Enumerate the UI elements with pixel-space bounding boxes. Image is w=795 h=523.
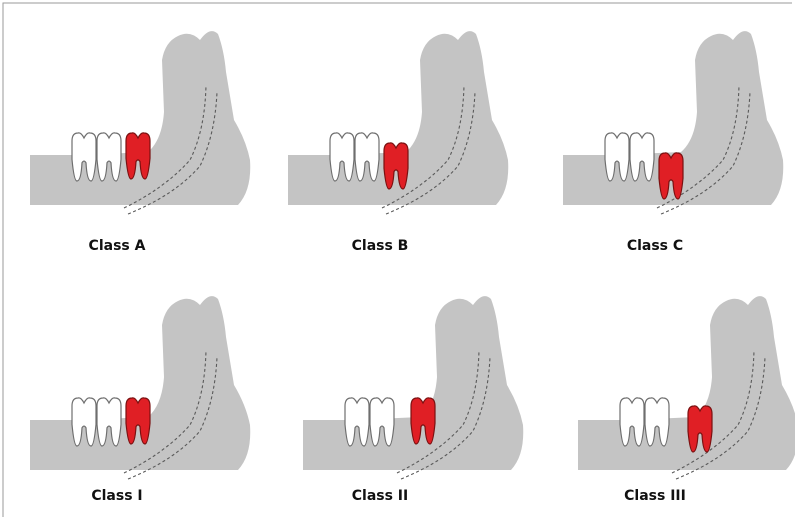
jaw-panel-1: [30, 31, 250, 214]
caption-class-iii: Class III: [575, 488, 735, 504]
jaw-panel-6: [578, 296, 795, 479]
mandible-bone: [30, 31, 250, 205]
jaw-panel-2: [288, 31, 508, 214]
mandible-bone: [30, 296, 250, 470]
caption-class-b: Class B: [300, 238, 460, 254]
mandible-bone: [303, 296, 523, 470]
jaw-panel-4: [30, 296, 250, 479]
jaw-panel-3: [563, 31, 783, 214]
caption-class-c: Class C: [575, 238, 735, 254]
jaw-panel-5: [303, 296, 523, 479]
caption-class-a: Class A: [37, 238, 197, 254]
caption-class-i: Class I: [37, 488, 197, 504]
caption-class-ii: Class II: [300, 488, 460, 504]
